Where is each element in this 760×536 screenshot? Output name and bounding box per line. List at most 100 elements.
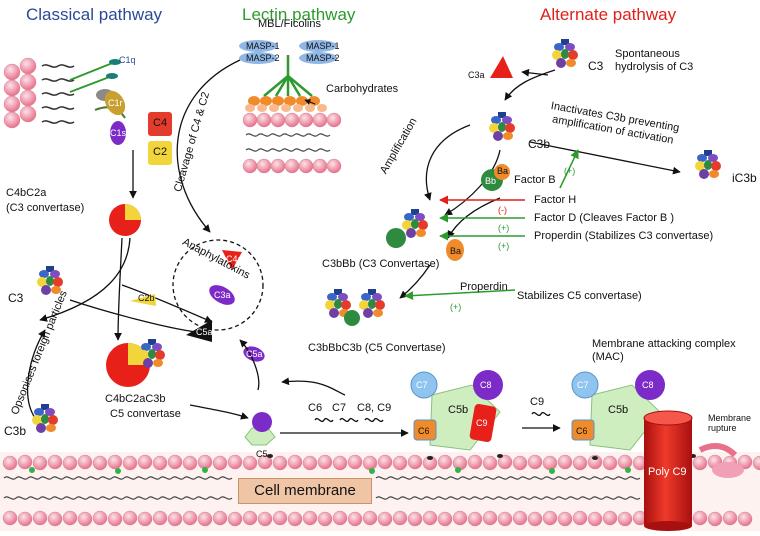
ba-top-label: Ba [497, 166, 509, 176]
arrow-to-c5-convertase [114, 237, 123, 341]
arrow-c3a-release-top [521, 68, 549, 77]
masp1-right-label: MASP-1 [306, 41, 340, 51]
c3bbbc3b-label: C3bBbC3b (C5 Convertase) [308, 342, 446, 354]
c4bc2ac3b-label: C4bC2aC3b [105, 393, 166, 405]
arrow-cleavage-c4-c2 [176, 59, 241, 233]
arrow-inactivation [529, 141, 681, 175]
c1q-label: C1q [119, 55, 136, 65]
masp1-left-label: MASP-1 [246, 41, 280, 51]
properdin-c5-label: Properdin [460, 281, 508, 293]
mbl-ficolins-complex [239, 40, 337, 97]
c7-mac1-label: C7 [416, 380, 428, 390]
c6-mac1-label: C6 [418, 426, 430, 436]
bacterial-surface-left [3, 57, 75, 129]
poly-c9-label: Poly C9 [648, 466, 687, 478]
arrow-c3a-anaphylatoxin [69, 299, 206, 337]
c3bbb-label: C3bBb (C3 Convertase) [322, 258, 440, 270]
c3bbbc3b-complex [325, 289, 385, 326]
ic3b-label: iC3b [732, 171, 757, 185]
lectin-pathway-header: Lectin pathway [242, 5, 356, 24]
bb-top-label: Bb [485, 176, 497, 186]
c3-left-label: C3 [8, 291, 24, 305]
c4-protein [148, 112, 172, 136]
arrow-to-anaphylatoxins-c3a [121, 284, 213, 323]
c3-convertase-label: (C3 convertase) [6, 202, 85, 214]
spontaneous-hydrolysis-label: Spontaneous hydrolysis of C3 [615, 48, 694, 73]
lectin-membrane-graphic [242, 112, 342, 174]
c6-label: C6 [308, 402, 323, 414]
arrow-from-c5-convertase [281, 377, 346, 396]
factor-h-sign: (-) [498, 205, 507, 215]
c8-mac2-label: C8 [642, 380, 654, 390]
arrow-c5a-release [239, 339, 260, 391]
factor-h-label: Factor H [534, 194, 577, 206]
c5a-free-label: C5a [246, 349, 263, 359]
c9-mac1-label: C9 [476, 418, 488, 428]
c3b-left-label: C3b [4, 424, 27, 438]
masp2-right-label: MASP-2 [306, 53, 340, 63]
c2b-label: C2b [138, 293, 155, 303]
factor-d-sign: (+) [498, 223, 510, 233]
c6-c9-squiggles [314, 417, 384, 423]
c5b-mac2-label: C5b [608, 404, 629, 416]
c4a-label: C4a [226, 254, 243, 264]
arrow-to-c5-convertase-alt [399, 264, 431, 299]
c5b-mac1-label: C5b [448, 404, 469, 416]
factor-b-protein [481, 164, 510, 191]
c2-protein [148, 141, 172, 165]
mbl-ficolins-label: MBL/Ficolins [258, 18, 321, 30]
c4bc2ac3b-complex [106, 339, 165, 387]
c3b-mid-label: C3b [528, 137, 551, 151]
ba-fragment-low [446, 239, 464, 261]
c2-label: C2 [153, 146, 168, 158]
arrow-to-opsonisation [39, 237, 131, 322]
poly-c9-pore [643, 410, 693, 531]
arrow-factor-b-activate [559, 149, 579, 189]
membrane-rupture-graphic [698, 443, 744, 478]
mac-assembly-2 [571, 370, 665, 451]
properdin-c3-sign: (+) [498, 241, 510, 251]
c5-label: C5 [256, 449, 268, 459]
c4-label: C4 [153, 117, 168, 129]
arrow-opsonises [27, 329, 46, 419]
arrow-properdin-c5 [404, 289, 516, 301]
c5-convertase-label: C5 convertase [110, 408, 181, 420]
carbohydrates-graphic [245, 96, 327, 112]
arrow-to-c3bbb [444, 149, 501, 216]
arrow-amplification [424, 124, 471, 201]
c3-top-label: C3 [588, 59, 604, 73]
arrow-hydrolysis [504, 69, 556, 101]
c2b-fragment [130, 294, 156, 306]
factor-b-sign: (+) [564, 166, 576, 176]
cell-membrane-label: Cell membrane [238, 478, 372, 504]
c7-mac2-label: C7 [577, 380, 589, 390]
properdin-c3-label: Properdin (Stabilizes C3 convertase) [534, 230, 714, 242]
classical-pathway-header: Classical pathway [26, 5, 163, 24]
c3b-protein-mid [489, 112, 515, 141]
properdin-c5-sign: (+) [450, 302, 462, 312]
mac-label: Membrane attacking complex (MAC) [592, 338, 736, 363]
membrane-rupture-label: Membrane rupture [708, 413, 752, 434]
c3a-top-label: C3a [468, 70, 485, 80]
c1s-label: C1s [110, 128, 127, 138]
c5-protein [244, 412, 276, 446]
c4bc2a-label: C4bC2a [6, 187, 47, 199]
alternate-pathway-header: Alternate pathway [540, 5, 677, 24]
c4bc2a-complex [109, 204, 141, 236]
c5a-anaphylatoxin-label: C5a [196, 327, 213, 337]
c3-protein-top [552, 39, 578, 68]
c7-label: C7 [332, 402, 347, 414]
c3a-fragment-top [490, 56, 513, 78]
c1r-label: C1r [108, 98, 123, 108]
c3a-anaphylatoxin-label: C3a [214, 290, 231, 300]
mac-assembly-1 [410, 370, 503, 451]
arrow-carbohydrates [304, 99, 316, 105]
c6-mac2-label: C6 [576, 426, 588, 436]
c3bbb-complex [386, 209, 428, 248]
c3b-protein-left [32, 404, 58, 433]
factor-d-label: Factor D (Cleaves Factor B ) [534, 212, 674, 224]
c1-complex [69, 59, 126, 119]
c8-mac1-label: C8 [480, 380, 492, 390]
